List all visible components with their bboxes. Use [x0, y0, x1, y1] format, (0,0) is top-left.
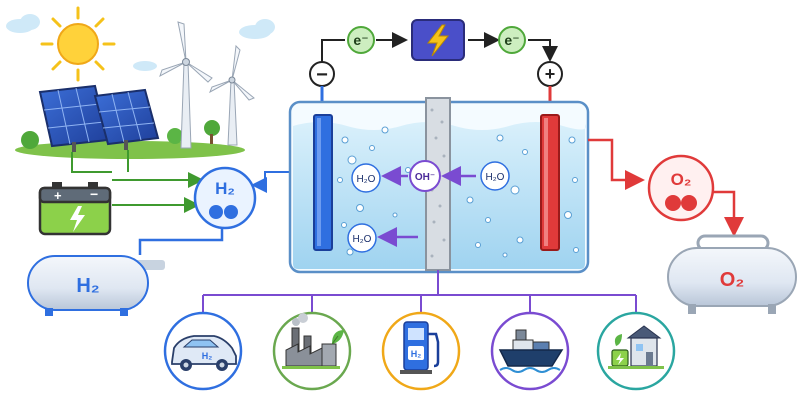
electron-label-right: e⁻	[504, 32, 519, 48]
car-h2-label: H₂	[202, 351, 213, 361]
fuel-cell-car-icon: H₂	[163, 311, 243, 391]
cargo-ship-icon	[490, 311, 570, 391]
wind-turbine-icon	[159, 21, 213, 149]
oxygen-bubble: O₂	[647, 154, 715, 222]
lightning-bolt-icon	[411, 19, 465, 61]
power-wire	[71, 150, 204, 213]
hydrogen-bubble-label: H₂	[215, 179, 235, 198]
cloud-icon	[6, 14, 40, 33]
fuel-pump-icon: H₂	[381, 311, 461, 391]
factory-icon	[272, 311, 352, 391]
ion-flow-arrow	[377, 166, 476, 247]
pump-h2-label: H₂	[411, 349, 422, 359]
oxygen-bubble-label: O₂	[671, 170, 692, 189]
hydrogen-bubble: H₂	[193, 166, 257, 230]
sun-icon	[40, 6, 116, 82]
solar-panel-icon	[93, 88, 160, 150]
hydroxide-ion: OH⁻	[409, 160, 441, 192]
gas-bubbles	[337, 126, 579, 258]
cathode-terminal: −	[309, 61, 335, 87]
cloud-icon	[133, 61, 157, 71]
wind-turbine-icon	[209, 44, 255, 146]
cathode-sign: −	[316, 64, 328, 86]
anode-terminal: +	[537, 61, 563, 87]
oxygen-storage-pipe	[713, 190, 744, 237]
anode-sign: +	[545, 64, 556, 84]
electron-badge: e⁻	[498, 26, 526, 54]
electron-label-left: e⁻	[353, 32, 368, 48]
cathode-electrode	[313, 114, 333, 251]
hydrogen-tank: H₂	[27, 255, 165, 316]
water-label: H₂O	[486, 172, 505, 183]
hydrogen-outlet-pipe	[251, 171, 292, 193]
svg-text:+: +	[54, 188, 62, 203]
anode-electrode	[540, 114, 560, 251]
hydrogen-storage-pipe	[138, 228, 224, 255]
svg-text:−: −	[90, 186, 98, 202]
water-label: H₂O	[357, 174, 376, 185]
tree-icon	[21, 120, 220, 149]
water-label: H₂O	[353, 234, 372, 245]
oxygen-tank-label: O₂	[720, 269, 744, 291]
distribution-pipe	[202, 270, 637, 313]
house-battery-icon	[596, 311, 676, 391]
water-molecule: H₂O	[351, 163, 381, 193]
electron-circuit	[321, 32, 558, 62]
oxygen-tank: O₂	[667, 234, 797, 314]
hydrogen-tank-label: H₂	[76, 275, 99, 297]
water-molecule: H₂O	[480, 161, 510, 191]
hydroxide-label: OH⁻	[415, 172, 435, 183]
electron-badge: e⁻	[347, 26, 375, 54]
battery-icon: + −	[38, 182, 112, 236]
cloud-icon	[239, 19, 275, 39]
water-molecule: H₂O	[347, 223, 377, 253]
oxygen-outlet-pipe	[588, 138, 645, 190]
